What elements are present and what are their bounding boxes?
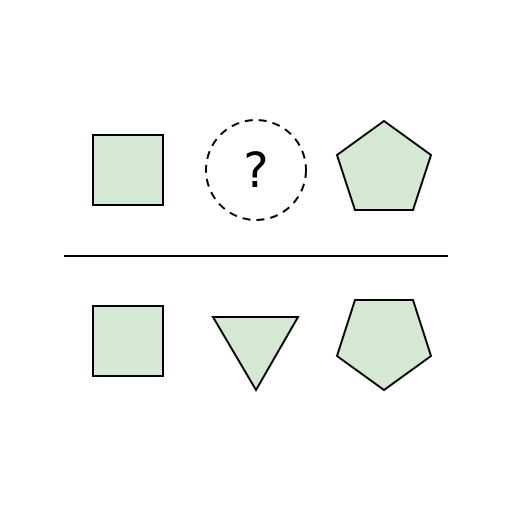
question-row: ? xyxy=(92,119,433,221)
answer-square xyxy=(92,305,164,377)
placeholder-dashed-circle xyxy=(205,119,307,221)
question-mark: ? xyxy=(243,143,268,199)
answer-pentagon xyxy=(335,299,433,392)
question-pentagon xyxy=(335,119,433,211)
question-square xyxy=(92,134,164,206)
answer-triangle xyxy=(211,316,300,392)
answer-row xyxy=(92,299,433,392)
missing-shape-placeholder: ? xyxy=(205,119,307,221)
